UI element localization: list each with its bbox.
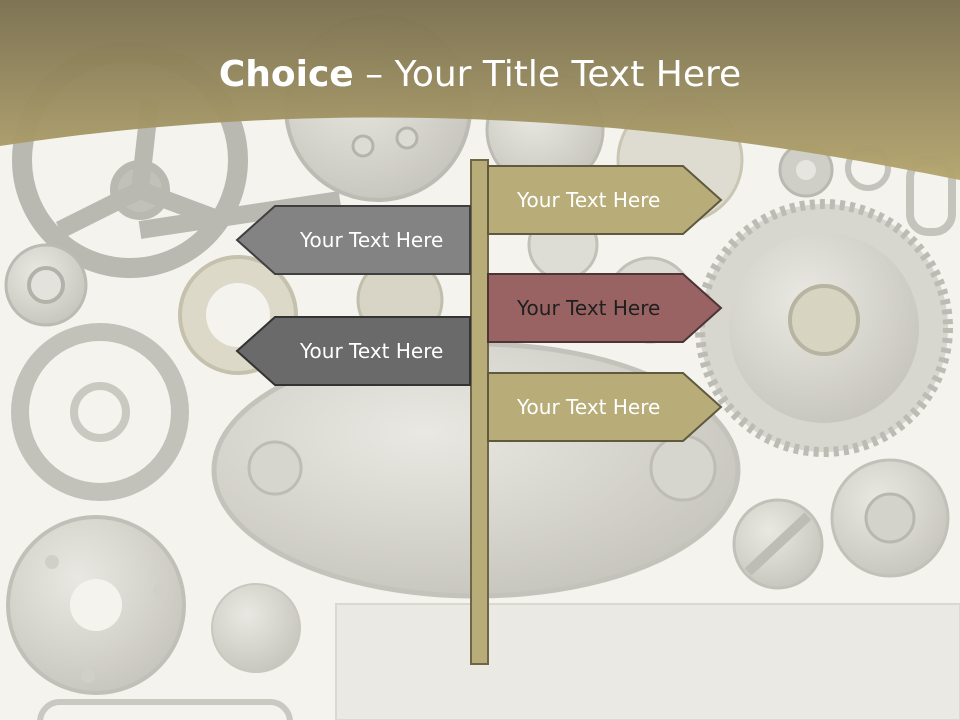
header-band [0, 0, 960, 180]
sign-post [470, 159, 489, 665]
sign-left-bottom[interactable]: Your Text Here [235, 316, 471, 386]
dome-part [211, 583, 301, 673]
metal-plate-part [335, 603, 960, 720]
sign-right-bottom[interactable]: Your Text Here [487, 372, 723, 442]
sign-left-top-label: Your Text Here [300, 228, 444, 252]
gasket-part [11, 323, 189, 501]
sign-right-middle-label: Your Text Here [517, 296, 661, 320]
title-rest: Your Title Text Here [394, 54, 742, 95]
title-bold: Choice [218, 54, 354, 95]
slide-title: Choice – Your Title Text Here [0, 52, 960, 98]
sign-right-top[interactable]: Your Text Here [487, 165, 723, 235]
sign-right-middle[interactable]: Your Text Here [487, 273, 723, 343]
sign-left-top[interactable]: Your Text Here [235, 205, 471, 275]
sign-left-bottom-label: Your Text Here [300, 339, 444, 363]
sign-right-bottom-label: Your Text Here [517, 395, 661, 419]
title-separator: – [353, 54, 395, 95]
sign-right-top-label: Your Text Here [517, 188, 661, 212]
